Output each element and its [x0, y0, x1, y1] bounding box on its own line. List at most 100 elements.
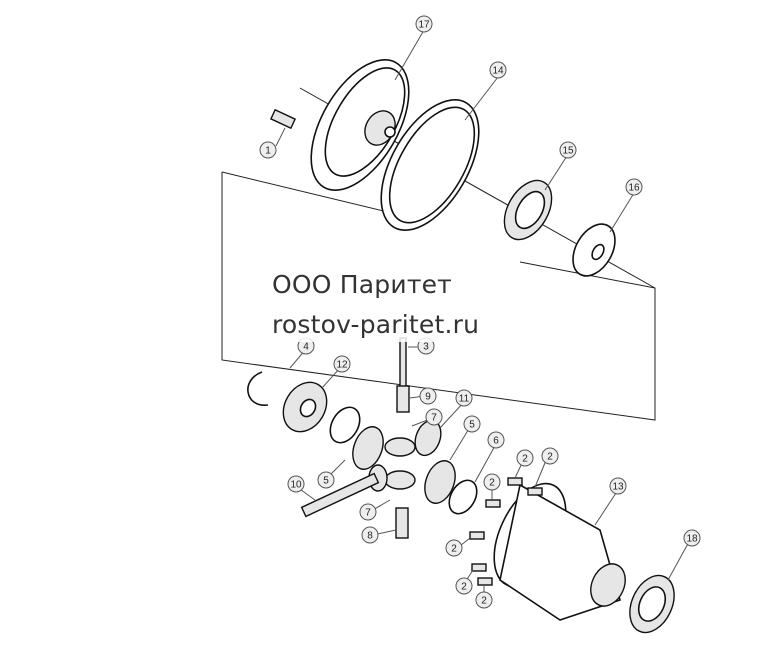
callout-text: 10 — [290, 480, 302, 491]
bolts-part-2 — [469, 477, 543, 586]
leader-lines — [275, 29, 691, 598]
pin-part-3 — [399, 337, 407, 389]
callout-11: 11 — [455, 389, 473, 407]
callout-text: 15 — [562, 146, 574, 157]
callout-text: 2 — [522, 454, 528, 465]
callout-circle — [287, 475, 305, 493]
callout-2: 2 — [475, 591, 493, 609]
callout-circle — [609, 477, 627, 495]
callout-16: 16 — [625, 178, 643, 196]
callout-text: 2 — [489, 478, 495, 489]
washer-part-16 — [572, 223, 616, 277]
watermark-line-2: rostov-paritet.ru — [268, 308, 484, 342]
callout-13: 13 — [609, 477, 627, 495]
watermark-line-1: ООО Паритет — [268, 268, 456, 302]
callout-text: 2 — [451, 544, 457, 555]
callout-text: 2 — [547, 452, 553, 463]
callout-text: 5 — [323, 476, 329, 487]
callout-circle — [419, 387, 437, 405]
pin-part-8 — [395, 507, 409, 539]
side-gear-left — [352, 426, 384, 470]
side-gear-part-5b — [424, 460, 456, 504]
callout-text: 3 — [423, 342, 429, 353]
callout-circle — [463, 415, 481, 433]
callout-text: 11 — [459, 394, 470, 405]
callout-circle — [559, 141, 577, 159]
callout-circle — [455, 577, 473, 595]
callout-circle — [487, 431, 505, 449]
callout-7: 7 — [359, 503, 377, 521]
callout-text: 2 — [481, 596, 487, 607]
callout-circle — [415, 15, 433, 33]
callout-text: 16 — [628, 183, 640, 194]
snap-ring-part-4 — [247, 371, 269, 406]
differential-case-part-13 — [493, 482, 626, 621]
callout-circle — [541, 447, 559, 465]
callout-circle — [455, 389, 473, 407]
callout-circle — [333, 355, 351, 373]
cross-shaft-part-10 — [300, 472, 380, 518]
callout-text: 14 — [492, 66, 504, 77]
callout-circle — [475, 591, 493, 609]
callout-text: 18 — [686, 534, 698, 545]
callout-2: 2 — [516, 449, 534, 467]
callout-circle — [489, 61, 507, 79]
callout-circle — [625, 178, 643, 196]
callout-17: 17 — [415, 15, 433, 33]
bolt-part-1 — [269, 108, 297, 130]
callout-7: 7 — [425, 408, 443, 426]
callout-2: 2 — [483, 473, 501, 491]
callout-circle — [359, 503, 377, 521]
thrust-washer-part-5a — [329, 406, 361, 444]
callout-circle — [259, 141, 277, 159]
shaft-part-9 — [396, 385, 410, 413]
callout-6: 6 — [487, 431, 505, 449]
callout-2: 2 — [455, 577, 473, 595]
callout-18: 18 — [683, 529, 701, 547]
callout-15: 15 — [559, 141, 577, 159]
side-gear-part-11 — [414, 419, 442, 457]
callout-text: 9 — [425, 392, 431, 403]
callout-text: 17 — [418, 20, 430, 31]
callout-text: 12 — [336, 360, 348, 371]
callout-circle — [361, 526, 379, 544]
callout-circle — [683, 529, 701, 547]
callout-12: 12 — [333, 355, 351, 373]
callout-text: 8 — [367, 531, 373, 542]
callout-14: 14 — [489, 61, 507, 79]
callout-text: 4 — [303, 342, 309, 353]
callout-5: 5 — [317, 471, 335, 489]
flange-cover-part-17 — [310, 59, 410, 191]
callout-text: 1 — [265, 146, 271, 157]
callout-text: 2 — [461, 582, 467, 593]
callout-circle — [425, 408, 443, 426]
callout-circle — [483, 473, 501, 491]
pinion-gear-center-top — [384, 437, 416, 457]
callout-2: 2 — [541, 447, 559, 465]
callout-5: 5 — [463, 415, 481, 433]
callout-circle — [317, 471, 335, 489]
callout-text: 5 — [469, 420, 475, 431]
callout-8: 8 — [361, 526, 379, 544]
bearing-part-18 — [629, 574, 675, 634]
thrust-washer-part-6 — [448, 479, 478, 515]
callout-text: 6 — [493, 436, 499, 447]
pinion-gear-center-bottom — [384, 470, 416, 490]
thrust-washer-part-12 — [282, 381, 328, 433]
callout-9: 9 — [419, 387, 437, 405]
callout-10: 10 — [287, 475, 305, 493]
callout-circle — [516, 449, 534, 467]
callout-text: 7 — [431, 413, 437, 424]
gasket-part-14 — [380, 99, 480, 231]
callout-circle — [445, 539, 463, 557]
oil-seal-part-15 — [503, 179, 553, 241]
assembly-outline — [221, 172, 656, 421]
callout-1: 1 — [259, 141, 277, 159]
callout-text: 7 — [365, 508, 371, 519]
outline-top — [221, 171, 401, 216]
callout-text: 13 — [612, 482, 624, 493]
callout-2: 2 — [445, 539, 463, 557]
